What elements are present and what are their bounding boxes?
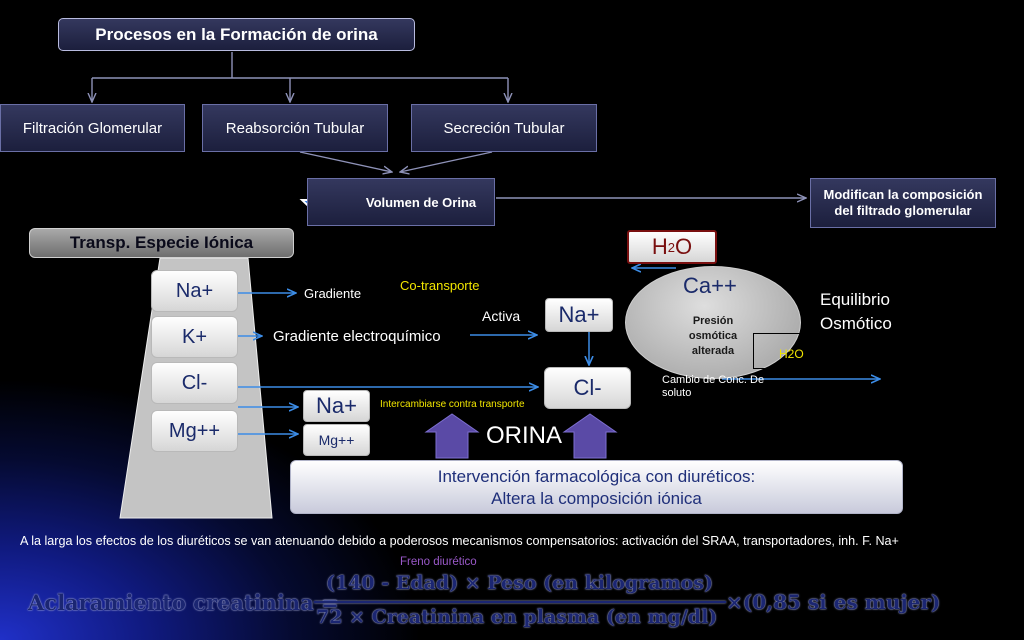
intervencion-line2: Altera la composición iónica xyxy=(491,489,702,508)
cambio-label: Cambio de Conc. De soluto xyxy=(662,374,765,399)
cotransporte-label: Co-transporte xyxy=(400,278,480,293)
ion-k-box: K+ xyxy=(151,316,238,358)
h2o-o: O xyxy=(675,234,693,259)
equilibrio-label: Equilibrio Osmótico xyxy=(820,290,892,333)
up-arrow-right xyxy=(562,413,618,459)
reabsorcion-box: Reabsorción Tubular xyxy=(202,104,388,152)
transp-header-text: Transp. Especie Iónica xyxy=(69,233,254,252)
intervencion-box: Intervención farmacológica con diurético… xyxy=(290,460,903,514)
intercambiarse-label: Intercambiarse contra transporte xyxy=(380,399,525,410)
intervencion-line1: Intervención farmacológica con diurético… xyxy=(437,467,756,486)
activa-label: Activa xyxy=(482,308,521,324)
ion-cl-box: Cl- xyxy=(151,362,238,404)
ion-mg-box: Mg++ xyxy=(151,410,238,452)
cl-mid-box: Cl- xyxy=(544,367,631,409)
h2o-small-label: H2O xyxy=(779,347,804,361)
filtracion-label: Filtración Glomerular xyxy=(22,119,163,137)
formula-fraction-bar xyxy=(314,601,726,603)
secrecion-box: Secreción Tubular xyxy=(411,104,597,152)
ca-label: Ca++ xyxy=(683,273,737,298)
ion-k-label: K+ xyxy=(181,325,208,348)
up-arrow-left xyxy=(424,413,480,459)
modifican-box: Modifican la composición del filtrado gl… xyxy=(810,178,996,228)
arrow-secr-to-volumen xyxy=(400,151,493,172)
secrecion-label: Secreción Tubular xyxy=(443,119,565,137)
gradiente-electro-label: Gradiente electroquímico xyxy=(273,328,441,345)
mg-low-box: Mg++ xyxy=(303,424,370,456)
modifican-label: Modifican la composición del filtrado gl… xyxy=(823,187,983,218)
formula-factor: ×(0,85 si es mujer) xyxy=(726,590,941,614)
mg-low-label: Mg++ xyxy=(318,432,355,448)
ion-na-box: Na+ xyxy=(151,270,238,312)
na-mid-label: Na+ xyxy=(558,302,600,327)
h2o-h: H xyxy=(651,234,668,259)
arrow-reab-to-volumen xyxy=(299,151,392,172)
volumen-box: Volumen de Orina xyxy=(307,178,495,226)
presion-label: Presión osmótica alterada xyxy=(688,315,738,357)
transp-header: Transp. Especie Iónica xyxy=(29,228,294,258)
page-title-text: Procesos en la Formación de orina xyxy=(95,24,378,44)
cl-mid-label: Cl- xyxy=(573,375,602,400)
na-low-box: Na+ xyxy=(303,390,370,422)
formula-lhs: Aclaramiento creatinina = xyxy=(28,590,339,615)
na-low-label: Na+ xyxy=(316,393,357,418)
filtracion-box: Filtración Glomerular xyxy=(0,104,185,152)
nota-label: A la larga los efectos de los diuréticos… xyxy=(20,534,899,548)
ion-cl-label: Cl- xyxy=(181,371,208,394)
orina-label: ORINA xyxy=(486,422,563,449)
freno-label: Freno diurético xyxy=(400,556,477,568)
ion-na-label: Na+ xyxy=(175,279,214,302)
presion-ellipse xyxy=(625,266,801,379)
formula: Aclaramiento creatinina = (140 - Edad) ×… xyxy=(28,570,1018,636)
title-connector xyxy=(92,52,508,79)
na-mid-box: Na+ xyxy=(545,298,613,332)
gradiente-label: Gradiente xyxy=(304,286,362,301)
h2o-sub: 2 xyxy=(667,239,675,255)
volumen-label: Volumen de Orina xyxy=(365,194,477,210)
reabsorcion-label: Reabsorción Tubular xyxy=(225,119,365,137)
formula-denominator: 72 × Creatinina en plasma (en mg/dl) xyxy=(316,606,718,628)
page-title: Procesos en la Formación de orina xyxy=(58,18,415,51)
h2o-small-box xyxy=(753,333,811,369)
formula-numerator: (140 - Edad) × Peso (en kilogramos) xyxy=(326,572,713,594)
ion-mg-label: Mg++ xyxy=(168,419,221,442)
